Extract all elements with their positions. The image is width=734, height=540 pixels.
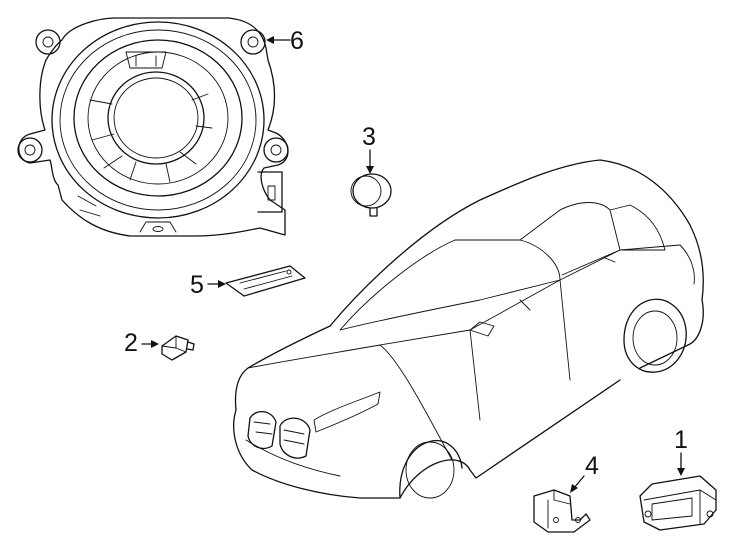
part-5-bracket[interactable] bbox=[225, 265, 306, 297]
part-6-clock-spring[interactable] bbox=[17, 17, 289, 237]
callout-2-label: 2 bbox=[124, 329, 138, 357]
callout-4: 4 bbox=[570, 452, 599, 493]
callout-5: 5 bbox=[190, 271, 226, 299]
part-3-sensor[interactable] bbox=[350, 173, 392, 217]
callout-1: 1 bbox=[674, 426, 688, 476]
callout-5-label: 5 bbox=[190, 271, 204, 299]
part-4-mount-bracket[interactable] bbox=[533, 489, 591, 533]
part-1-module[interactable] bbox=[639, 475, 717, 531]
callout-4-label: 4 bbox=[585, 452, 599, 480]
callout-3: 3 bbox=[362, 123, 376, 174]
vehicle-outline bbox=[233, 159, 704, 499]
callout-6: 6 bbox=[266, 27, 304, 55]
callout-3-label: 3 bbox=[362, 123, 376, 151]
part-2-sensor[interactable] bbox=[161, 335, 195, 361]
callout-1-label: 1 bbox=[674, 426, 688, 454]
callout-6-label: 6 bbox=[290, 27, 304, 55]
callout-2: 2 bbox=[124, 329, 159, 357]
